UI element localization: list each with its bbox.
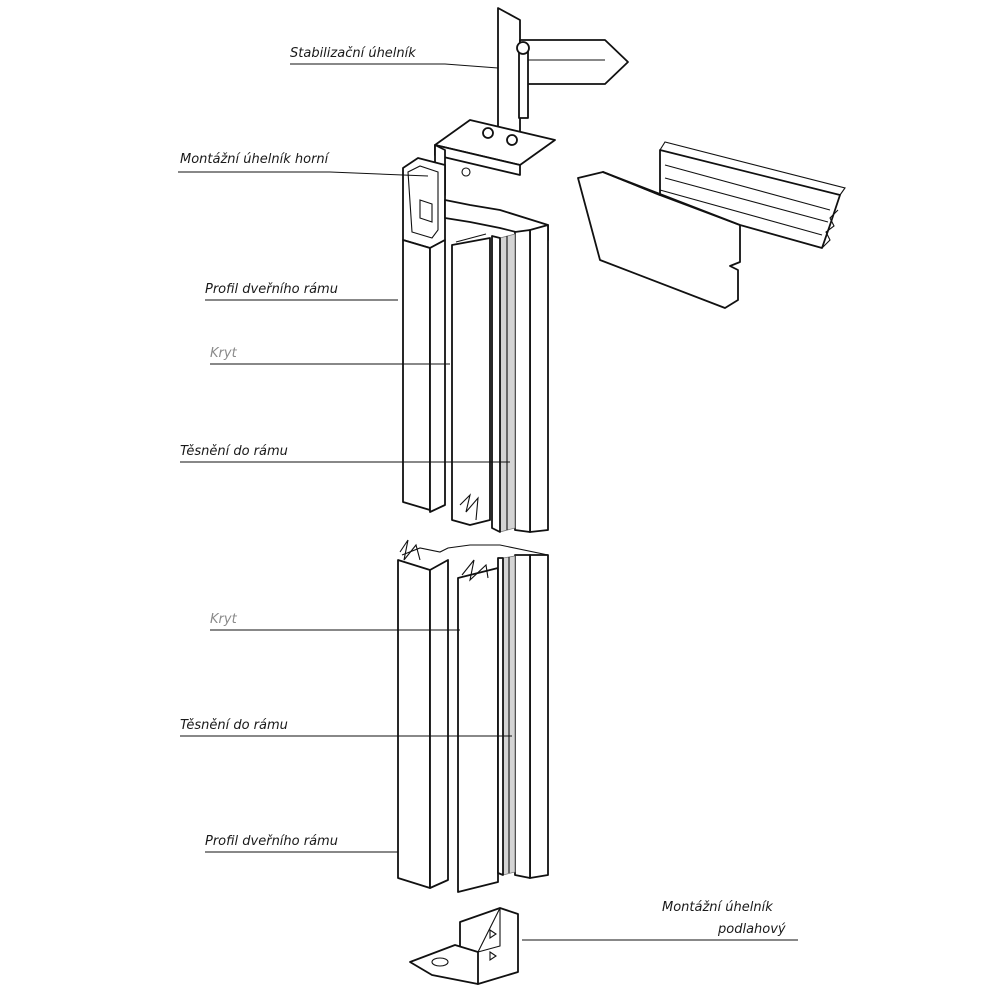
lower-seal: [497, 555, 516, 876]
top-mounting-angle: [434, 119, 556, 196]
mating-profile: [577, 141, 846, 309]
upper-seal: [491, 233, 516, 533]
upper-frame-profile: [402, 157, 549, 533]
stabilization-angle: [497, 7, 629, 141]
lower-frame-profile: [397, 539, 549, 889]
label-seal-top: Těsnění do rámu: [180, 444, 288, 459]
lower-cover: [457, 559, 499, 893]
leader-lines: [178, 63, 798, 941]
floor-mounting-angle: [409, 907, 519, 985]
label-seal-bottom: Těsnění do rámu: [180, 718, 288, 733]
label-frame-profile-top: Profil dveřního rámu: [205, 282, 338, 297]
upper-cover: [451, 233, 491, 526]
label-frame-profile-bottom: Profil dveřního rámu: [205, 834, 338, 849]
label-stabilization-angle: Stabilizační úhelník: [290, 46, 416, 61]
label-cover-top: Kryt: [210, 346, 237, 361]
label-cover-bottom: Kryt: [210, 612, 237, 627]
label-top-mounting-angle: Montážní úhelník horní: [180, 152, 329, 167]
label-floor-mounting-angle-line1: Montážní úhelník: [662, 900, 773, 915]
label-floor-mounting-angle-line2: podlahový: [718, 922, 786, 937]
